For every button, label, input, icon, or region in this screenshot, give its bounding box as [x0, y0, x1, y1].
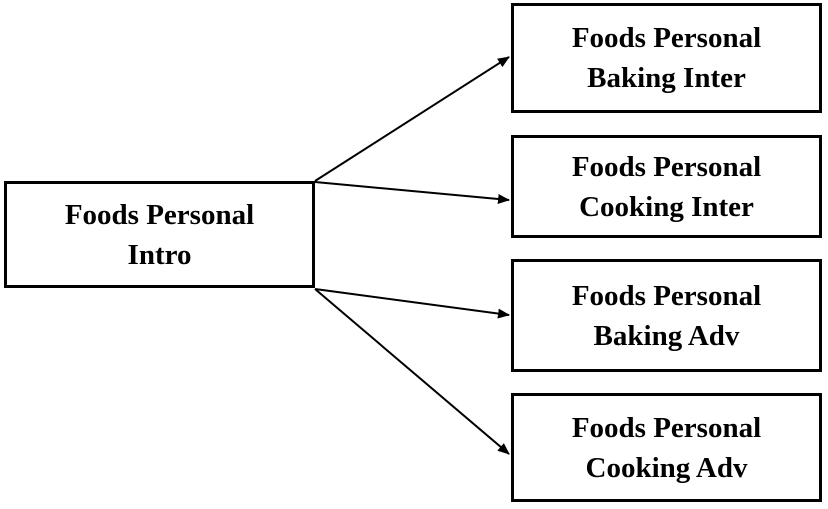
- arrow-to-cooking-inter: [314, 181, 510, 204]
- node-baking-adv: Foods Personal Baking Adv: [511, 259, 822, 372]
- node-label-line1: Foods Personal: [64, 198, 255, 231]
- node-cooking-adv: Foods Personal Cooking Adv: [511, 393, 822, 502]
- node-label-line2: Cooking Inter: [579, 190, 754, 223]
- node-label-line1: Foods Personal: [571, 279, 762, 312]
- arrow-to-cooking-adv: [314, 288, 510, 455]
- node-cooking-inter: Foods Personal Cooking Inter: [511, 135, 822, 238]
- arrow-to-baking-adv: [314, 288, 510, 319]
- node-label-line1: Foods Personal: [571, 150, 762, 183]
- node-label-line1: Foods Personal: [571, 411, 762, 444]
- node-label-line2: Baking Inter: [587, 62, 746, 94]
- node-baking-inter: Foods Personal Baking Inter: [511, 3, 822, 113]
- node-label-line1: Foods Personal: [571, 22, 762, 54]
- arrow-to-baking-inter: [314, 56, 510, 182]
- node-label-line2: Intro: [127, 238, 192, 271]
- node-foods-personal-intro: Foods Personal Intro: [4, 181, 315, 288]
- node-label-line2: Baking Adv: [593, 319, 740, 352]
- node-label-line2: Cooking Adv: [585, 451, 748, 484]
